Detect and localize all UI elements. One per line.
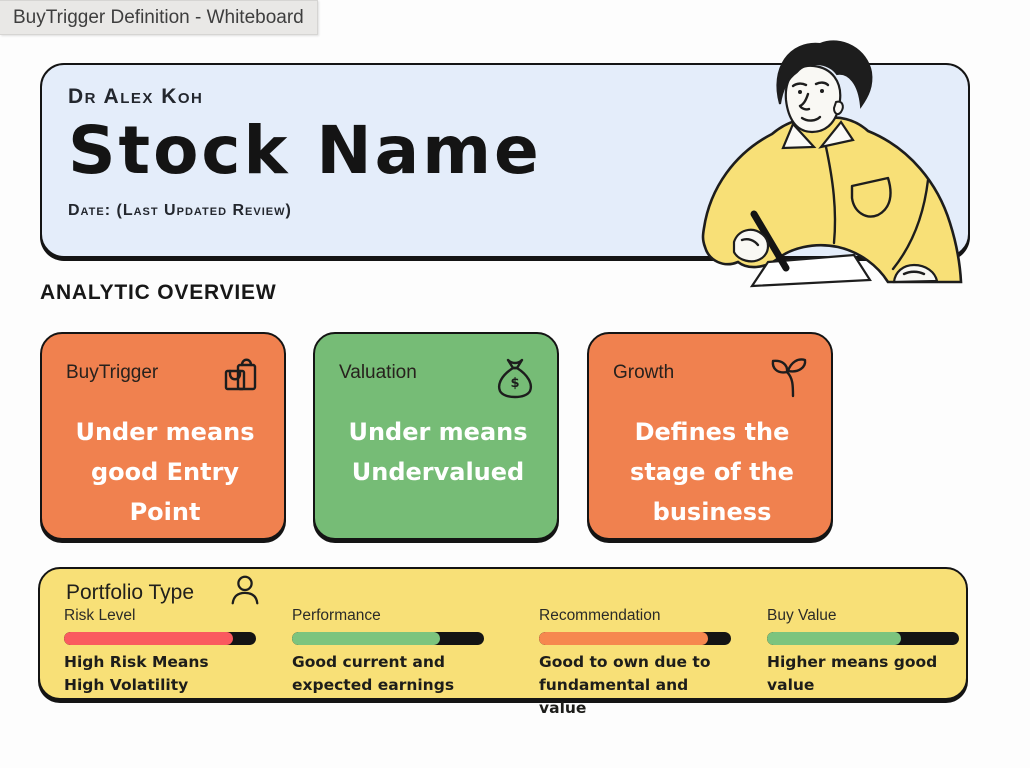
metric-recommendation-label: Recommendation: [539, 607, 661, 624]
metric-buy-value-label: Buy Value: [767, 607, 837, 624]
svg-text:$: $: [510, 376, 519, 391]
card-buytrigger[interactable]: BuyTrigger Under means good Entry Point: [40, 332, 286, 540]
stock-name-title: Stock Name: [68, 112, 542, 189]
window-title: BuyTrigger Definition - Whiteboard: [13, 6, 304, 28]
card-growth-text: Defines the stage of the business: [630, 418, 794, 526]
metric-performance: Performance Good current and expected ea…: [292, 607, 502, 697]
card-buytrigger-label: BuyTrigger: [66, 362, 159, 383]
metric-risk-level-label: Risk Level: [64, 607, 136, 624]
card-valuation-label: Valuation: [339, 362, 417, 383]
shopping-bag-icon: [224, 358, 257, 391]
author-name: Dr Alex Koh: [68, 85, 204, 108]
risk-level-bar-fill: [64, 632, 233, 645]
metric-buy-value-caption: Higher means good value: [767, 653, 938, 694]
card-growth[interactable]: Growth Defines the stage of the business: [587, 332, 833, 540]
metric-recommendation: Recommendation Good to own due to fundam…: [539, 607, 749, 720]
card-buytrigger-text: Under means good Entry Point: [75, 418, 255, 526]
seedling-icon: [771, 358, 807, 398]
card-growth-label: Growth: [613, 362, 675, 383]
buy-value-bar-fill: [767, 632, 902, 645]
section-title: ANALYTIC OVERVIEW: [40, 281, 277, 304]
performance-bar: [292, 632, 484, 645]
recommendation-bar: [539, 632, 731, 645]
money-bag-icon: $: [498, 358, 532, 399]
metric-recommendation-caption: Good to own due to fundamental and value: [539, 653, 711, 717]
date-label: Date: (Last Updated Review): [68, 201, 292, 219]
person-icon: [231, 575, 259, 605]
portfolio-title: Portfolio Type: [66, 581, 195, 604]
man-writing-illustration[interactable]: [690, 28, 990, 290]
card-valuation[interactable]: Valuation $ Under means Undervalued: [313, 332, 559, 540]
metric-risk-level: Risk Level High Risk Means High Volatili…: [64, 607, 274, 697]
metric-buy-value: Buy Value Higher means good value: [767, 607, 977, 697]
metric-performance-caption: Good current and expected earnings: [292, 653, 455, 694]
buy-value-bar: [767, 632, 959, 645]
metric-risk-level-caption: High Risk Means High Volatility: [64, 653, 209, 694]
card-valuation-text: Under means Undervalued: [348, 418, 528, 486]
window-title-tab[interactable]: BuyTrigger Definition - Whiteboard: [0, 0, 318, 35]
performance-bar-fill: [292, 632, 440, 645]
risk-level-bar: [64, 632, 256, 645]
metric-performance-label: Performance: [292, 607, 381, 624]
recommendation-bar-fill: [539, 632, 708, 645]
portfolio-card[interactable]: Portfolio Type Risk Level High Risk Mean…: [38, 567, 968, 717]
